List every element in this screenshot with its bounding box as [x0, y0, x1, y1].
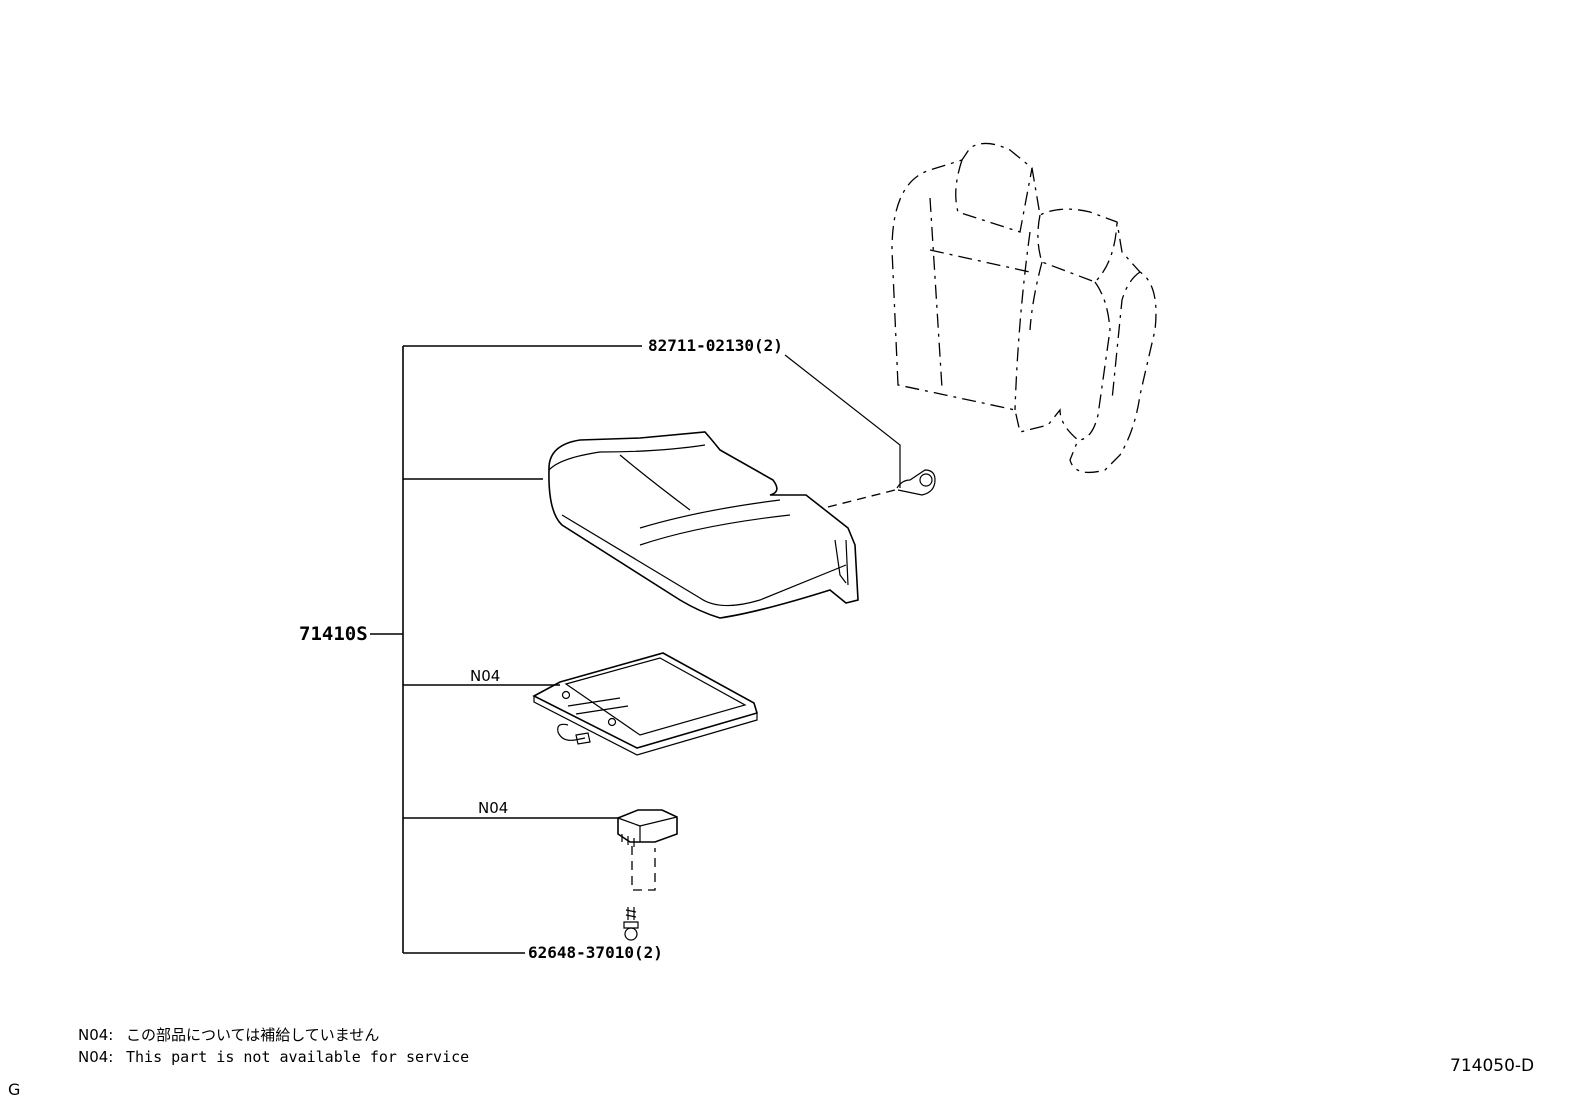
- note-japanese: N04: この部品については補給していません: [78, 1024, 379, 1045]
- note-text: この部品については補給していません: [126, 1026, 380, 1044]
- heater-module: [617, 809, 678, 891]
- screw: [623, 907, 639, 941]
- diagram-id: 714050-D: [1450, 1056, 1535, 1076]
- part-number-main: 71410S: [299, 623, 368, 645]
- note-english: N04: This part is not available for servi…: [78, 1048, 469, 1066]
- label-n04-pad: N04: [470, 667, 500, 685]
- note-text: This part is not available for service: [126, 1048, 470, 1066]
- note-code: N04:: [78, 1048, 114, 1066]
- seat-heater-pad: [532, 652, 758, 756]
- corner-letter: G: [8, 1080, 21, 1099]
- part-number-screw: 62648-37010(2): [528, 943, 663, 962]
- seat-cushion: [548, 431, 936, 619]
- label-n04-module: N04: [478, 799, 508, 817]
- leader-bracket: [370, 345, 901, 954]
- seat-back-phantom: [891, 142, 1157, 474]
- part-number-hook: 82711-02130(2): [648, 336, 783, 355]
- note-code: N04:: [78, 1026, 114, 1044]
